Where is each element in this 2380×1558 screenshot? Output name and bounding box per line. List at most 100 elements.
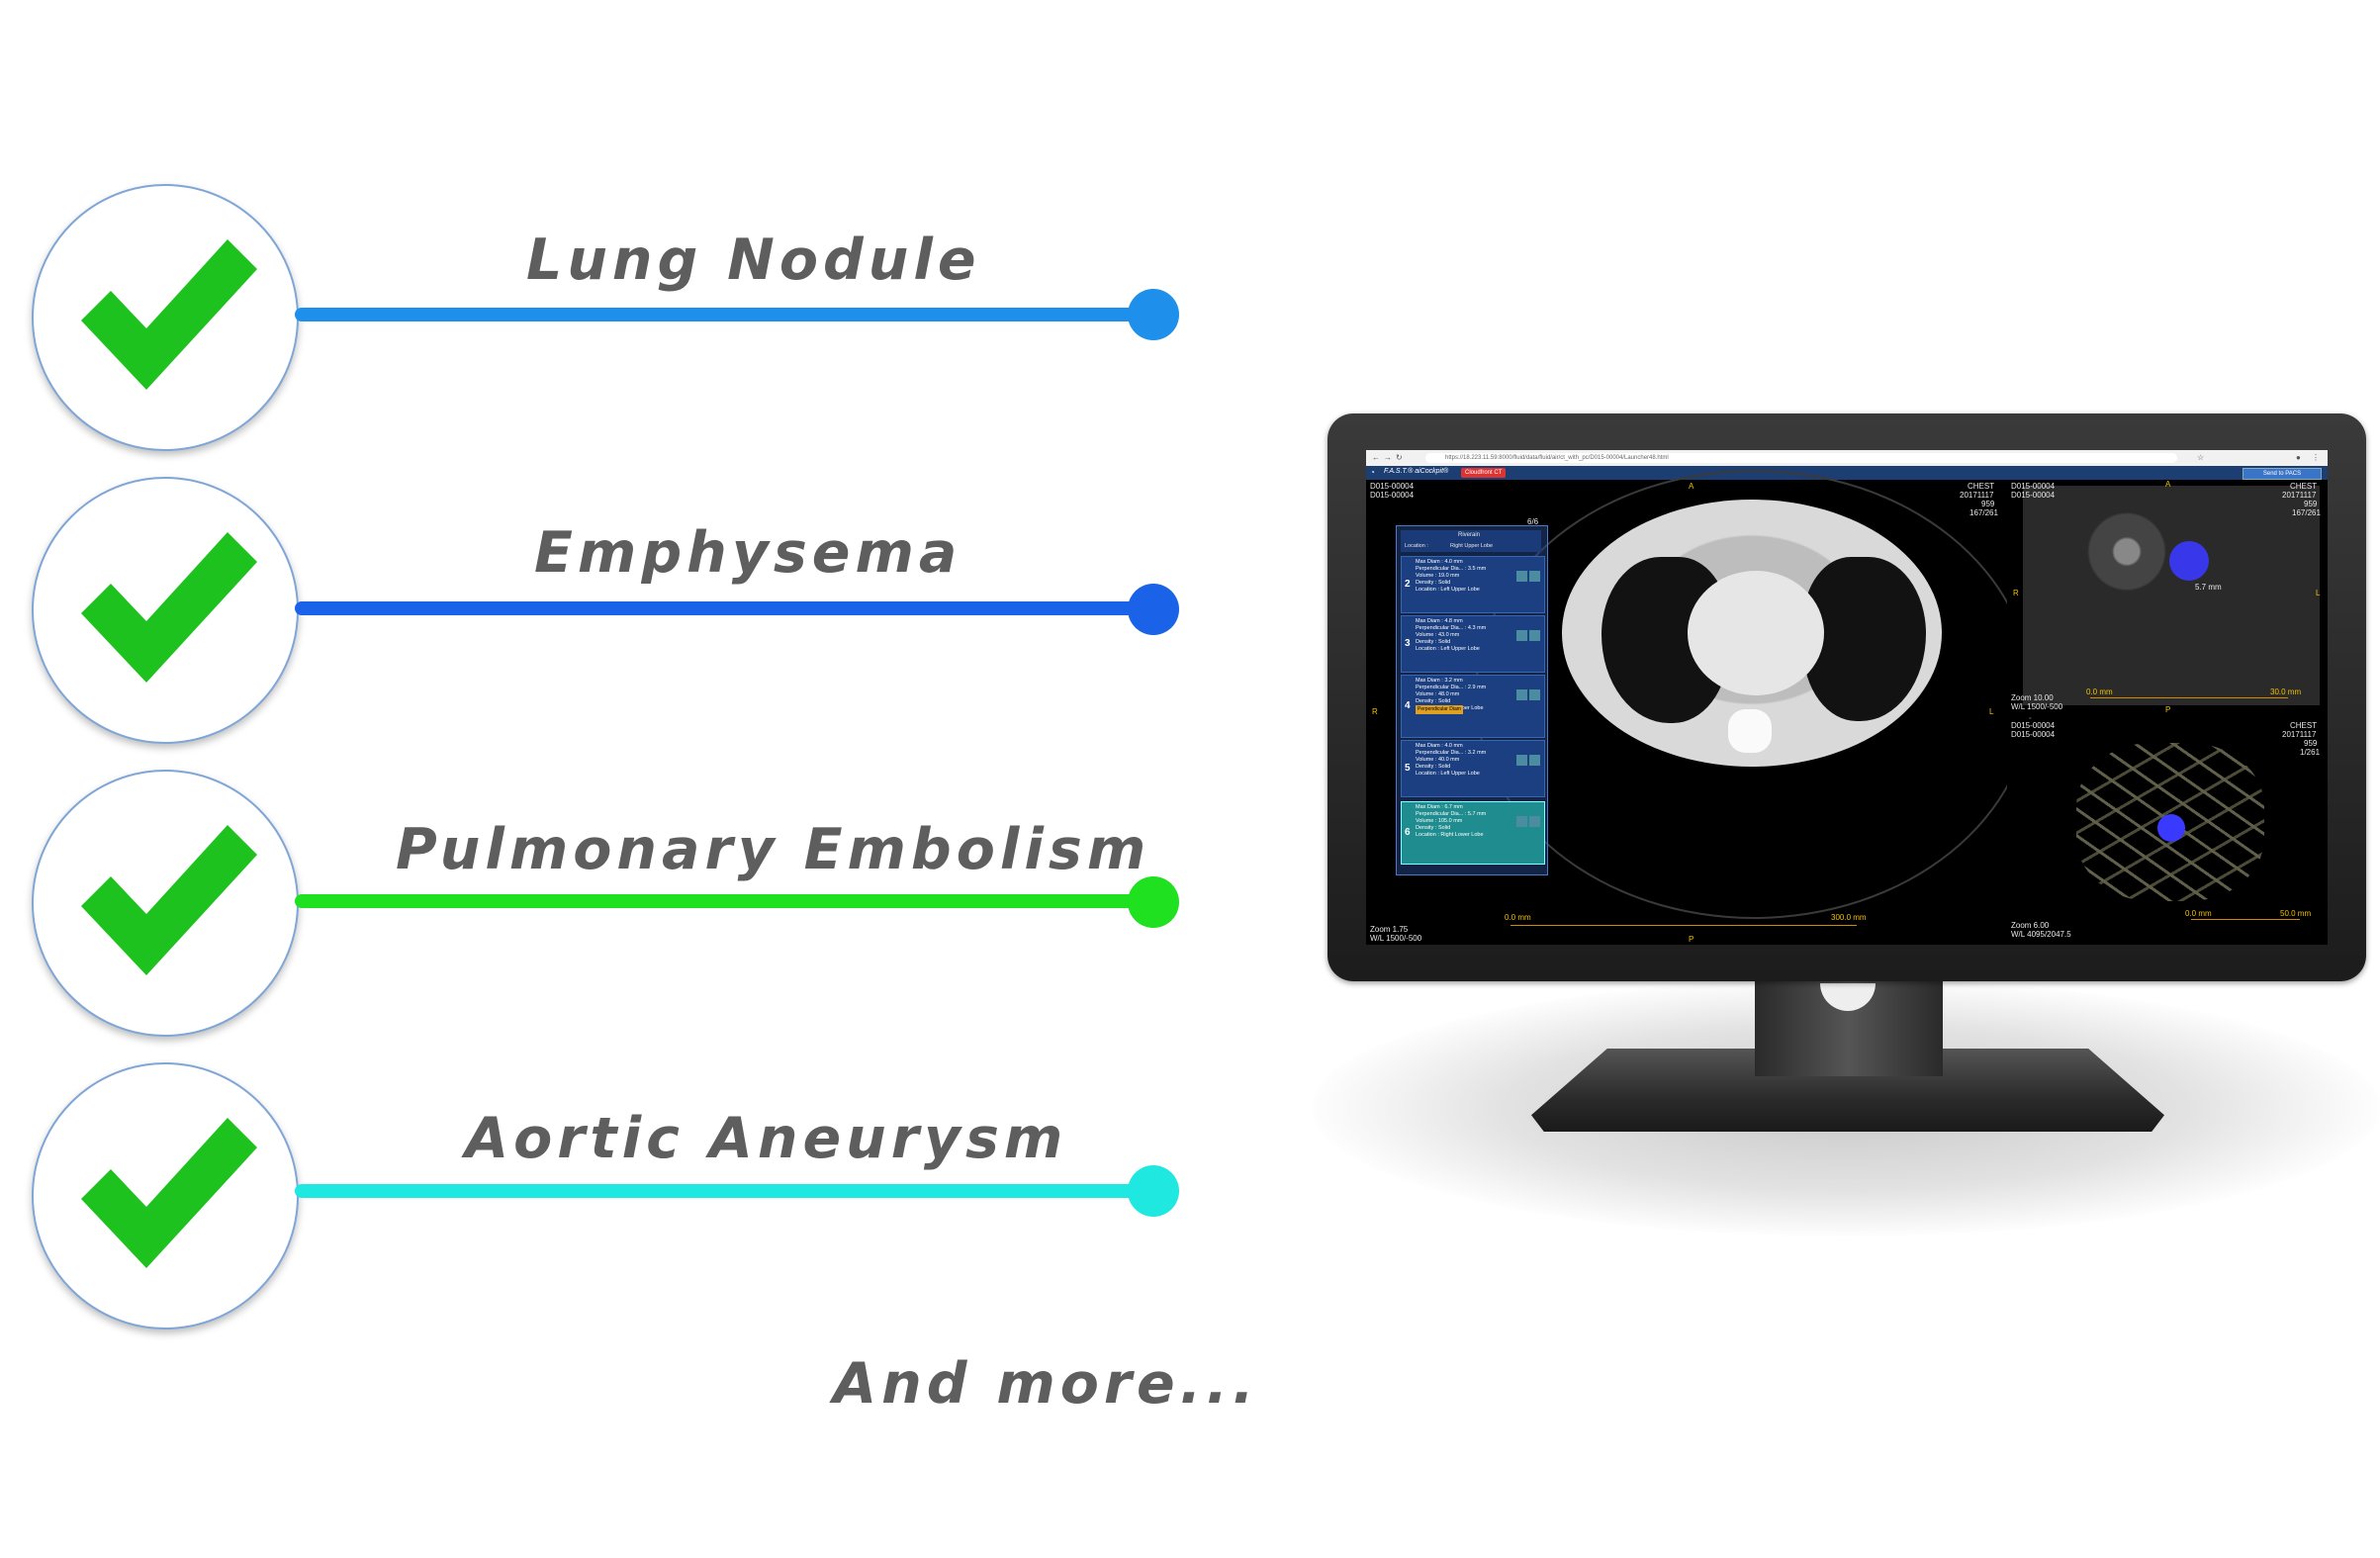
rb-scale-end: 50.0 mm <box>2280 909 2312 918</box>
menu-dots-icon[interactable]: ⋮ <box>2312 453 2320 462</box>
app-toolbar: ◔ F.A.S.T.® aiCockpit® Cloudfront CT Sen… <box>1366 466 2328 480</box>
rt-orient-left: L <box>2316 589 2321 597</box>
scale-start: 0.0 mm <box>1505 913 1531 922</box>
nodule-number: 6 <box>1405 826 1411 838</box>
accept-icon[interactable] <box>1516 689 1527 700</box>
nodule-card-5[interactable]: 5 Max Diam : 4.0 mm Perpendicular Dia...… <box>1401 740 1545 797</box>
scale-bar <box>1510 925 1857 926</box>
accept-icon[interactable] <box>1516 816 1527 827</box>
reject-icon[interactable] <box>1529 630 1540 641</box>
reject-icon[interactable] <box>1529 755 1540 766</box>
rt-meta-body: CHEST <box>2290 482 2318 491</box>
rt-orient-right: R <box>2013 589 2019 597</box>
profile-icon[interactable]: ● <box>2296 453 2301 462</box>
nodule-measure: 5.7 mm <box>2195 583 2222 592</box>
ct-heart <box>1688 571 1824 695</box>
item-label-lung-nodule: Lung Nodule <box>526 228 981 293</box>
item-label-aortic-aneurysm: Aortic Aneurysm <box>465 1106 1068 1171</box>
rt-scale-start: 0.0 mm <box>2086 687 2113 696</box>
panel-header-card[interactable]: Riverain Location : Right Upper Lobe <box>1401 530 1541 552</box>
nodule-card-2[interactable]: 2 Max Diam : 4.0 mm Perpendicular Dia...… <box>1401 556 1545 613</box>
view-id-1: D015-00004 <box>1370 482 1415 491</box>
app-title: F.A.S.T.® aiCockpit® <box>1384 468 1449 475</box>
item-dot-4 <box>1128 1165 1179 1217</box>
check-circle-3 <box>32 770 299 1037</box>
nodule-number: 5 <box>1405 763 1411 775</box>
rt-scale-bar <box>2090 697 2288 698</box>
nodule-details: Max Diam : 4.0 mm Perpendicular Dia... :… <box>1416 743 1487 777</box>
nodule-highlight <box>2169 541 2209 581</box>
orient-posterior: P <box>1689 935 1694 944</box>
item-line-1 <box>295 308 1153 321</box>
nodule-list-panel[interactable]: 6/6 Riverain Location : Right Upper Lobe… <box>1396 517 1548 875</box>
zoom-readout: Zoom 1.75 <box>1370 925 1409 934</box>
forward-icon[interactable]: → <box>1384 453 1392 462</box>
item-dot-3 <box>1128 876 1179 928</box>
nodule-card-4[interactable]: 4 Max Diam : 3.2 mm Perpendicular Dia...… <box>1401 675 1545 738</box>
rb-zoom-readout: Zoom 6.00 <box>2011 921 2050 930</box>
card-actions <box>1514 569 1540 582</box>
item-label-emphysema: Emphysema <box>534 520 962 586</box>
rt-window-level-readout: W/L 1500/-500 <box>2011 702 2063 711</box>
address-bar[interactable]: https://18.223.11.59:8000/fluid/data/flu… <box>1425 453 2177 463</box>
nodule-card-3[interactable]: 3 Max Diam : 4.8 mm Perpendicular Dia...… <box>1401 615 1545 673</box>
accept-icon[interactable] <box>1516 571 1527 582</box>
rt-orient-anterior: A <box>2165 480 2171 489</box>
rt-orient-posterior: P <box>2165 705 2171 714</box>
item-label-pulmonary-embolism: Pulmonary Embolism <box>396 817 1151 882</box>
vessel-3d-view[interactable]: D015-00004 D015-00004 CHEST 20171117 959… <box>2007 719 2328 945</box>
view-meta-series: 959 <box>1981 500 1995 508</box>
orient-anterior: A <box>1689 482 1694 491</box>
back-icon[interactable]: ← <box>1372 453 1380 462</box>
item-line-4 <box>295 1184 1153 1198</box>
send-to-pacs-button[interactable]: Send to PACS <box>2243 468 2322 480</box>
item-line-3 <box>295 894 1153 908</box>
axial-ct-view[interactable]: D015-00004 D015-00004 CHEST 20171117 959… <box>1366 470 2033 945</box>
ct-spine <box>1728 709 1772 753</box>
reload-icon[interactable]: ↻ <box>1396 453 1403 462</box>
checkmark-icon <box>81 239 257 390</box>
view-id-2: D015-00004 <box>1370 491 1415 500</box>
rb-meta-series: 959 <box>2304 739 2318 748</box>
rt-meta-date: 20171117 <box>2282 491 2317 500</box>
rt-id-1: D015-00004 <box>2011 482 2056 491</box>
bookmark-star-icon[interactable]: ☆ <box>2197 453 2205 462</box>
card-actions <box>1514 814 1540 827</box>
zoomed-nodule-view[interactable]: 5.7 mm D015-00004 D015-00004 CHEST 20171… <box>2007 480 2328 717</box>
rb-meta-slice: 1/261 <box>2300 748 2321 757</box>
rt-scale-end: 30.0 mm <box>2270 687 2302 696</box>
header-location-label: Location : <box>1405 543 1428 549</box>
nodule-number: 3 <box>1405 638 1411 650</box>
accept-icon[interactable] <box>1516 755 1527 766</box>
riverain-logo: Riverain <box>1458 532 1481 538</box>
view-meta-slice: 167/261 <box>1969 508 1998 517</box>
reject-icon[interactable] <box>1529 571 1540 582</box>
check-circle-4 <box>32 1062 299 1329</box>
nodule-card-6[interactable]: 6 Max Diam : 6.7 mm Perpendicular Dia...… <box>1401 801 1545 865</box>
rb-meta-body: CHEST <box>2290 721 2318 730</box>
card-actions <box>1514 628 1540 641</box>
cloudfront-badge[interactable]: Cloudfront CT <box>1461 468 1507 478</box>
check-circle-1 <box>32 184 299 451</box>
rb-window-level-readout: W/L 4095/2047.5 <box>2011 930 2071 939</box>
rt-zoom-readout: Zoom 10.00 <box>2011 693 2054 702</box>
rb-id-2: D015-00004 <box>2011 730 2056 739</box>
item-dot-2 <box>1128 584 1179 635</box>
nodule-details: Max Diam : 4.0 mm Perpendicular Dia... :… <box>1416 559 1487 593</box>
checkmark-icon <box>81 1118 257 1268</box>
reject-icon[interactable] <box>1529 816 1540 827</box>
rb-id-1: D015-00004 <box>2011 721 2056 730</box>
app-logo-icon: ◔ <box>1370 468 1375 477</box>
window-level-readout: W/L 1500/-500 <box>1370 934 1422 943</box>
nodule-number: 2 <box>1405 579 1411 591</box>
reject-icon[interactable] <box>1529 689 1540 700</box>
tooltip: Perpendicular Diam <box>1416 705 1463 714</box>
accept-icon[interactable] <box>1516 630 1527 641</box>
rt-meta-series: 959 <box>2304 500 2318 508</box>
rt-meta-slice: 167/261 <box>2292 508 2321 517</box>
view-meta-date: 20171117 <box>1960 491 1994 500</box>
rb-scale-start: 0.0 mm <box>2185 909 2212 918</box>
panel-page: 6/6 <box>1527 517 1539 526</box>
view-meta-body: CHEST <box>1968 482 1995 491</box>
rb-scale-bar <box>2191 919 2300 920</box>
